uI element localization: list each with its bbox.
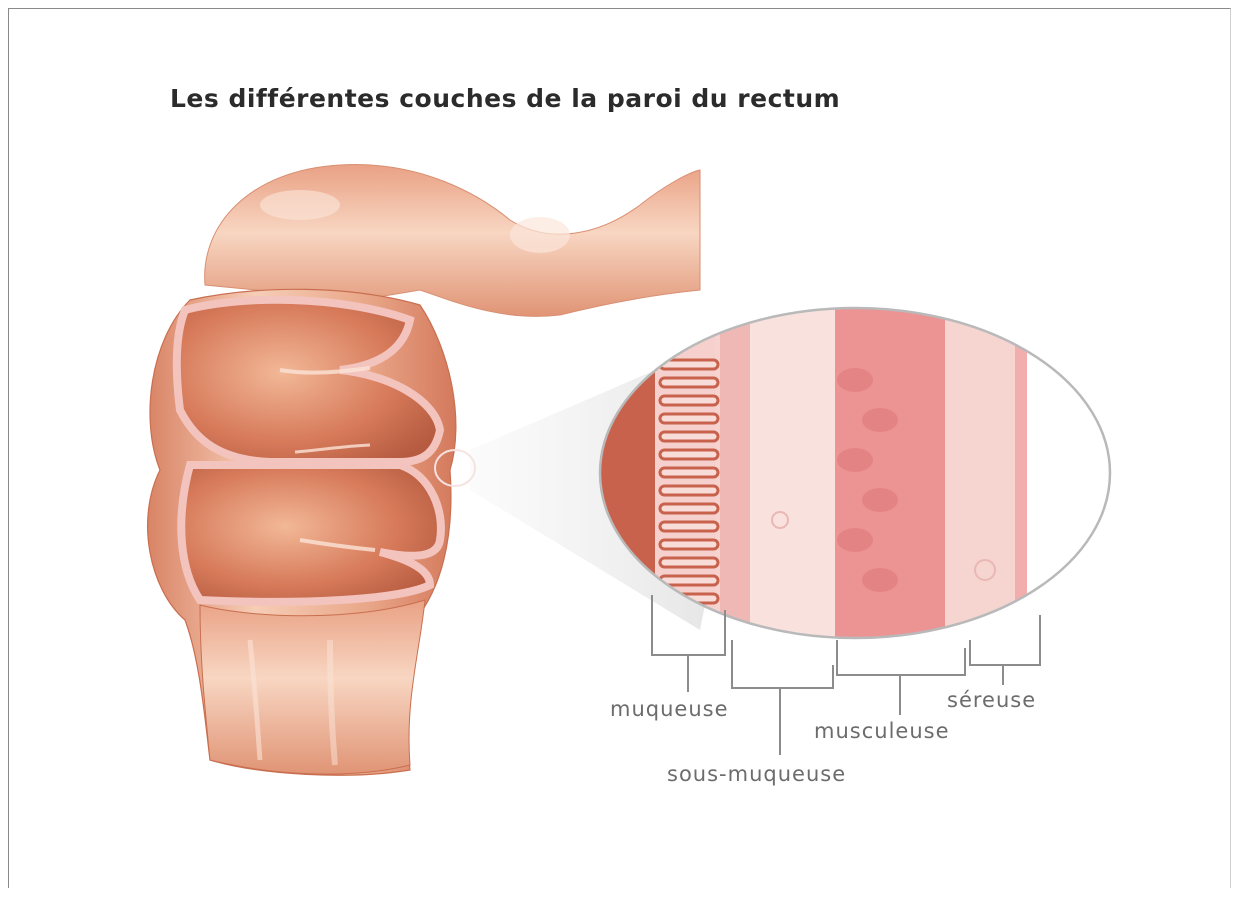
rectum-cavity-lower [181,465,441,602]
label-musculeuse: musculeuse [814,719,950,743]
label-sous-muqueuse: sous-muqueuse [667,762,846,786]
anal-canal [200,600,425,774]
label-muqueuse: muqueuse [610,697,729,721]
label-sereuse: séreuse [947,688,1036,712]
